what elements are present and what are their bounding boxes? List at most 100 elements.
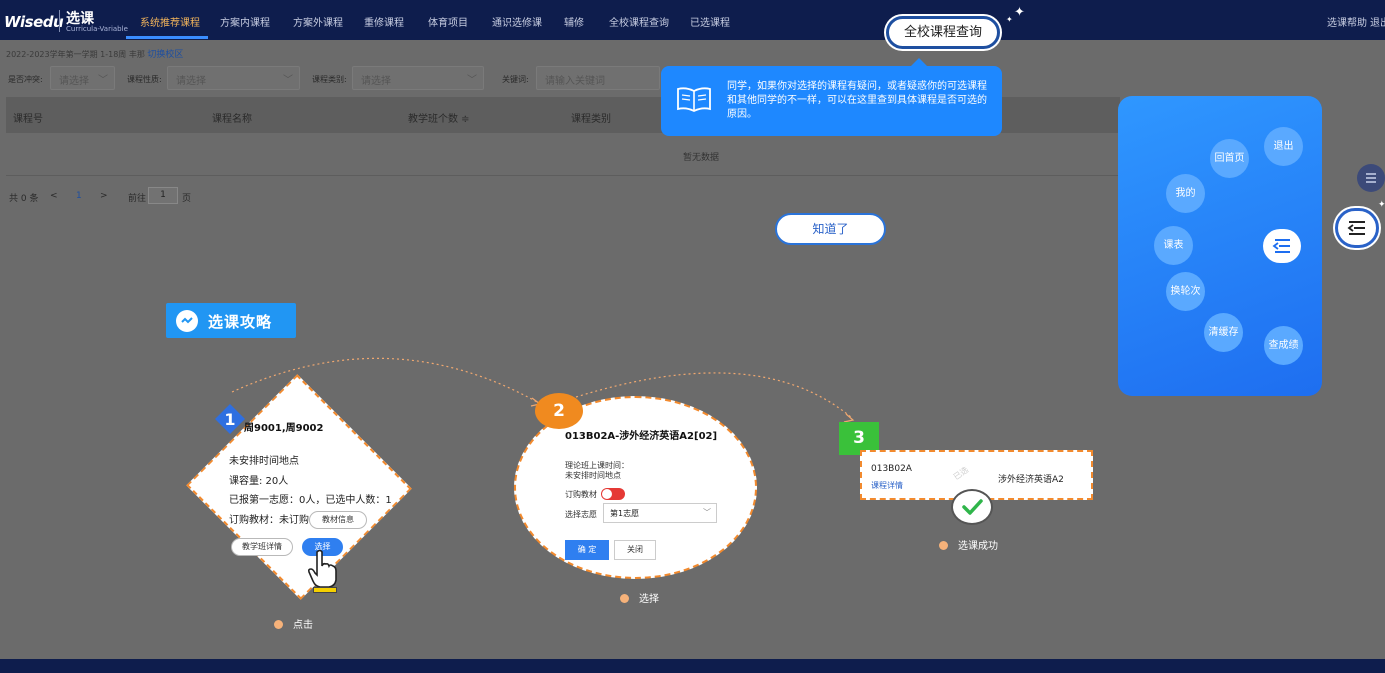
success-check-icon (951, 489, 993, 525)
pager-goto-label: 前往 (128, 194, 147, 204)
course-detail-link[interactable]: 课程详情 (871, 481, 903, 490)
side-menu-icon[interactable] (1357, 164, 1385, 192)
pager-prev-button[interactable]: < (50, 191, 58, 201)
th-class-count[interactable]: 教学班个数 ≑ (408, 114, 470, 125)
confirm-button[interactable]: 确 定 (565, 540, 609, 560)
sparkle-icon: ✦ (1378, 200, 1385, 210)
step2-badge: 2 (535, 393, 583, 429)
nav-out-plan-courses[interactable]: 方案外课程 (293, 18, 343, 29)
pager-next-button[interactable]: > (100, 191, 108, 201)
class-detail-button[interactable]: 教学班详情 (231, 538, 293, 556)
nature-select-value: 请选择 (176, 76, 206, 87)
step1-location: 未安排时间地点 (229, 456, 299, 467)
menu-exit-button[interactable]: 退出 (1264, 127, 1303, 166)
chevron-down-icon: ﹀ (98, 75, 108, 86)
conflict-filter-label: 是否冲突: (8, 75, 43, 84)
caption-dot (939, 541, 948, 550)
top-nav-bar: Wisedu 选课 Curricula-Variable 系统推荐课程 方案内课… (0, 0, 1385, 40)
term-text: 2022-2023学年第一学期 1-18周 丰那 (6, 50, 145, 59)
step2-theory-label: 理论班上课时间： (565, 461, 629, 470)
menu-list-icon (1272, 239, 1290, 253)
logo-divider (59, 10, 60, 32)
wish-select-value: 第1志愿 (610, 509, 640, 518)
nav-all-courses-query[interactable]: 全校课程查询 (609, 18, 669, 29)
step3-course-code: 013B02A (871, 464, 912, 474)
strategy-badge: 选课攻略 (166, 303, 296, 338)
got-it-button[interactable]: 知道了 (775, 213, 886, 245)
chat-bubble-icon (176, 310, 198, 332)
open-book-icon (677, 87, 711, 112)
empty-table-text: 暂无数据 (683, 153, 720, 163)
flow-arrowhead-2-3 (843, 413, 855, 423)
nav-recommended-courses[interactable]: 系统推荐课程 (140, 18, 200, 29)
wisedu-logo: Wisedu (4, 13, 64, 31)
menu-home-button[interactable]: 回首页 (1210, 139, 1249, 178)
term-info: 2022-2023学年第一学期 1-18周 丰那 切换校区 (6, 47, 183, 60)
step1-badge: 1 (215, 404, 245, 434)
nav-minor[interactable]: 辅修 (564, 18, 584, 29)
order-textbook-toggle[interactable] (601, 488, 625, 500)
menu-collapse-icon (1347, 221, 1365, 235)
textbook-info-button[interactable]: 教材信息 (309, 511, 367, 529)
help-link[interactable]: 选课帮助 (1327, 18, 1367, 29)
th-course-code: 课程号 (13, 114, 43, 125)
nav-selected-courses[interactable]: 已选课程 (690, 18, 730, 29)
switch-campus-link[interactable]: 切换校区 (147, 50, 184, 60)
pager-total: 共 0 条 (9, 194, 39, 204)
menu-center-icon (1263, 229, 1301, 263)
bottom-bar (0, 659, 1385, 673)
step3-course-name: 涉外经济英语A2 (998, 475, 1064, 485)
menu-timetable-button[interactable]: 课表 (1154, 226, 1193, 265)
menu-lines-icon (1366, 173, 1376, 183)
conflict-select-value: 请选择 (59, 76, 89, 87)
keyword-input-placeholder: 请输入关键词 (545, 76, 605, 87)
th-course-category: 课程类别 (571, 114, 611, 125)
caption-dot (620, 594, 629, 603)
step2-caption-text: 选择 (639, 594, 659, 605)
app-title: 选课 (66, 11, 94, 27)
pager-goto-input[interactable]: 1 (148, 187, 178, 204)
sparkle-icon: ✦ (1014, 5, 1025, 20)
keyword-input[interactable]: 请输入关键词 (536, 66, 660, 90)
nav-general-electives[interactable]: 通识选修课 (492, 18, 542, 29)
nav-sports[interactable]: 体育项目 (428, 18, 468, 29)
all-courses-query-highlight[interactable]: 全校课程查询 (886, 16, 1000, 49)
guide-tooltip-text: 同学，如果你对选择的课程有疑问，或者疑惑你的可选课程和其他同学的不一样，可以在这… (727, 81, 987, 120)
step2-order-label: 订购教材 (565, 490, 597, 499)
nature-select[interactable]: 请选择 ﹀ (167, 66, 300, 90)
wish-select[interactable]: 第1志愿 ﹀ (603, 503, 717, 523)
category-select[interactable]: 请选择 ﹀ (352, 66, 484, 90)
table-divider (6, 175, 1120, 176)
nav-retake-courses[interactable]: 重修课程 (364, 18, 404, 29)
menu-clear-cache-button[interactable]: 清缓存 (1204, 313, 1243, 352)
step1-time-title: 周9001,周9002 (244, 423, 324, 434)
chevron-down-icon: ﹀ (467, 75, 477, 86)
step1-capacity: 课容量: 20人 (229, 476, 289, 487)
pager-page-1[interactable]: 1 (76, 191, 82, 201)
step1-enrollment: 已报第一志愿：0人，已选中人数：1 (229, 495, 392, 506)
step1-caption: 点击 (274, 616, 313, 631)
menu-check-grades-button[interactable]: 查成绩 (1264, 326, 1303, 365)
keyword-filter-label: 关键词: (502, 75, 529, 84)
chevron-down-icon: ﹀ (703, 508, 711, 517)
sparkle-icon: ✦ (1006, 15, 1013, 24)
logout-link[interactable]: 退出 (1370, 18, 1385, 29)
menu-toggle-button[interactable] (1335, 208, 1379, 248)
menu-mine-button[interactable]: 我的 (1166, 174, 1205, 213)
pager-unit-label: 页 (182, 194, 192, 204)
menu-switch-round-button[interactable]: 换轮次 (1166, 272, 1205, 311)
strategy-title: 选课攻略 (208, 313, 273, 331)
step2-wish-label: 选择志愿 (565, 510, 597, 519)
click-indicator (313, 587, 337, 593)
step3-caption-text: 选课成功 (958, 541, 998, 552)
step2-theory-value: 未安排时间地点 (565, 471, 621, 480)
nature-filter-label: 课程性质: (127, 75, 162, 84)
nav-in-plan-courses[interactable]: 方案内课程 (220, 18, 270, 29)
caption-dot (274, 620, 283, 629)
category-filter-label: 课程类别: (312, 75, 347, 84)
step1-number: 1 (224, 410, 235, 429)
close-button[interactable]: 关闭 (614, 540, 656, 560)
step3-caption: 选课成功 (939, 537, 998, 552)
step2-caption: 选择 (620, 590, 659, 605)
conflict-select[interactable]: 请选择 ﹀ (50, 66, 115, 90)
